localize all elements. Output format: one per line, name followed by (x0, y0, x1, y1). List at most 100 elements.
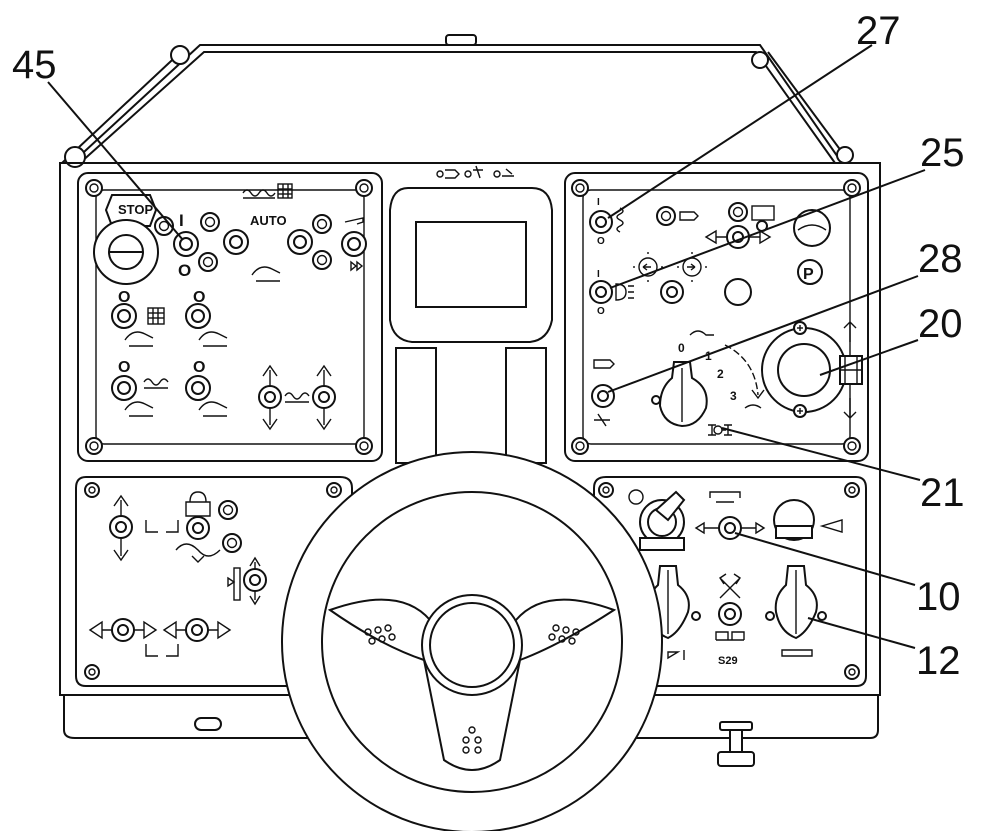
leader-20 (819, 339, 919, 376)
callout-labels: 45 27 25 28 20 21 10 12 (12, 9, 965, 683)
heater-icon (616, 207, 624, 233)
display-top-icons (436, 165, 514, 179)
switch-r2a[interactable] (111, 303, 137, 329)
on-mark-left: I (179, 211, 184, 230)
camera-icon (751, 205, 775, 221)
off-mark-left: O (178, 261, 191, 280)
vibration-off-icon (594, 413, 610, 427)
hand-icon-r3b (198, 401, 228, 417)
upper-left-panel: STOP I O AUTO (77, 172, 383, 462)
auger-icon-r3 (143, 378, 169, 389)
leader-12 (807, 617, 916, 649)
right-sun-icon (677, 252, 707, 282)
ignition-key-switch[interactable] (628, 489, 686, 551)
turtle-icon (689, 330, 714, 336)
brush-icon (667, 650, 685, 660)
center-display (389, 165, 553, 464)
speed-0-label: 0 (678, 341, 685, 355)
switch-r2b[interactable] (185, 303, 211, 329)
screed-switch[interactable] (227, 556, 267, 606)
steering-wheel[interactable] (281, 451, 663, 831)
hopper-lock-switch[interactable] (186, 516, 210, 540)
right-wing-switch[interactable] (162, 618, 232, 642)
stop-label: STOP (118, 202, 153, 217)
emergency-stop-button[interactable]: STOP (93, 194, 159, 285)
screed-plate-icon (781, 649, 813, 657)
rotary-knob-20[interactable] (761, 321, 847, 418)
switch-right-a[interactable] (287, 229, 313, 255)
on-mark-27: I (597, 197, 600, 208)
auto-switch[interactable] (223, 229, 249, 255)
off-mark-r3a: O (118, 359, 130, 376)
leader-21 (721, 427, 921, 481)
leader-28 (607, 275, 919, 393)
hopper-lift-switch[interactable] (109, 494, 133, 562)
left-pedal-slot (395, 347, 437, 464)
top-hood (61, 34, 854, 168)
switch-27[interactable] (589, 210, 613, 234)
down-arrow-icon (843, 398, 857, 419)
switch-r3b[interactable] (185, 375, 211, 401)
fast-forward-icon (350, 260, 364, 272)
headlight-icon (615, 283, 634, 301)
callout-28: 28 (918, 237, 963, 281)
auth-auger-icons (242, 183, 293, 199)
hand-icon-r3a (124, 401, 154, 417)
leader-45 (47, 81, 184, 241)
callout-12: 12 (916, 639, 961, 683)
leader-27 (607, 44, 873, 219)
auto-label: AUTO (250, 213, 287, 228)
work-light-switch[interactable] (660, 280, 684, 304)
off-mark-r2b: O (193, 289, 205, 306)
grid-icon (147, 307, 165, 325)
off-mark-25: O (597, 306, 605, 317)
switch-r3a[interactable] (111, 375, 137, 401)
leader-lines (47, 44, 926, 649)
spray-icon (344, 217, 364, 225)
parking-brake-icon: P (797, 259, 823, 285)
throttle-knob[interactable] (717, 721, 755, 767)
hopper-icon (145, 520, 179, 533)
auger-width-switches[interactable] (258, 364, 336, 431)
on-mark-25: I (597, 269, 600, 280)
left-wing-switch[interactable] (88, 618, 158, 642)
lock-icon (185, 491, 211, 517)
off-mark-27: O (597, 236, 605, 247)
switch-s29[interactable] (718, 602, 742, 626)
rotary-switch-12[interactable] (765, 565, 827, 640)
right-pedal-slot (505, 347, 547, 464)
toggle-switch-45[interactable] (173, 231, 199, 257)
speed-selector-dial[interactable]: 0 1 2 3 (651, 330, 765, 428)
callout-45: 45 (12, 43, 57, 87)
left-sun-icon (633, 252, 663, 282)
hand-icon-r2a (124, 331, 154, 347)
horn-button[interactable] (773, 499, 815, 541)
hand-icon (251, 266, 281, 282)
up-arrow-icon (843, 321, 857, 342)
callout-10: 10 (916, 575, 961, 619)
flow-icon (175, 543, 221, 563)
switch-right-b[interactable] (341, 231, 367, 257)
off-mark-r2a: O (118, 289, 130, 306)
hand-icon-r2b (198, 331, 228, 347)
off-mark-r3b: O (193, 359, 205, 376)
speed-1-label: 1 (705, 349, 712, 363)
callout-20: 20 (918, 302, 963, 346)
conveyor-frame-icon (709, 491, 741, 503)
lcd-screen (415, 221, 527, 308)
speed-2-label: 2 (717, 367, 724, 381)
wheel-grip-dots-right (548, 624, 580, 645)
wheel-grip-dots-left (364, 624, 396, 645)
horn-icon (819, 519, 843, 533)
rabbit-icon (744, 404, 762, 409)
callout-25: 25 (920, 131, 965, 175)
indicator-lamp (793, 209, 831, 247)
feet-icon (715, 631, 745, 641)
s29-label: S29 (718, 655, 738, 667)
vibration-icon (593, 359, 615, 369)
switch-25[interactable] (589, 280, 613, 304)
switch-28[interactable] (591, 384, 615, 408)
upper-right-panel: I O P I O (564, 172, 869, 462)
wing-icon (145, 644, 179, 657)
